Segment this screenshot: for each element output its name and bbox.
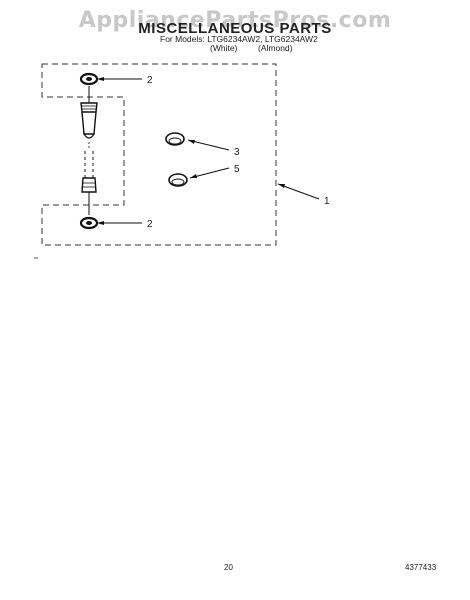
models-line: For Models: LTG6234AW2, LTG6234AW2 — [160, 34, 318, 44]
page-number: 20 — [224, 563, 233, 572]
callout-clip-a: 3 — [234, 147, 240, 158]
variant-white: (White) — [210, 43, 238, 53]
clip-b-part — [168, 173, 188, 187]
hose-part — [80, 86, 98, 215]
upper-washer-part — [79, 72, 99, 86]
clip-a-part — [165, 132, 185, 146]
document-number: 4377433 — [405, 563, 437, 572]
arrowhead-clip-b — [190, 174, 197, 178]
kit-boundary — [41, 63, 277, 246]
callout-upper-washer: 2 — [147, 75, 153, 86]
lower-washer-part — [79, 216, 99, 230]
callout-kit: 1 — [324, 196, 330, 207]
callout-clip-b: 5 — [234, 164, 240, 175]
variant-almond: (Almond) — [258, 43, 293, 53]
arrowhead-kit — [278, 184, 285, 188]
arrowhead-clip-a — [188, 140, 195, 144]
leader-clip-a — [187, 139, 230, 151]
leader-kit — [277, 183, 320, 200]
page-title: MISCELLANEOUS PARTS — [138, 20, 332, 37]
arrowhead-lower-washer — [97, 221, 104, 225]
watermark: AppliancePartsPros.com — [78, 8, 392, 33]
arrowhead-upper-washer — [97, 77, 104, 81]
callout-lower-washer: 2 — [147, 219, 153, 230]
